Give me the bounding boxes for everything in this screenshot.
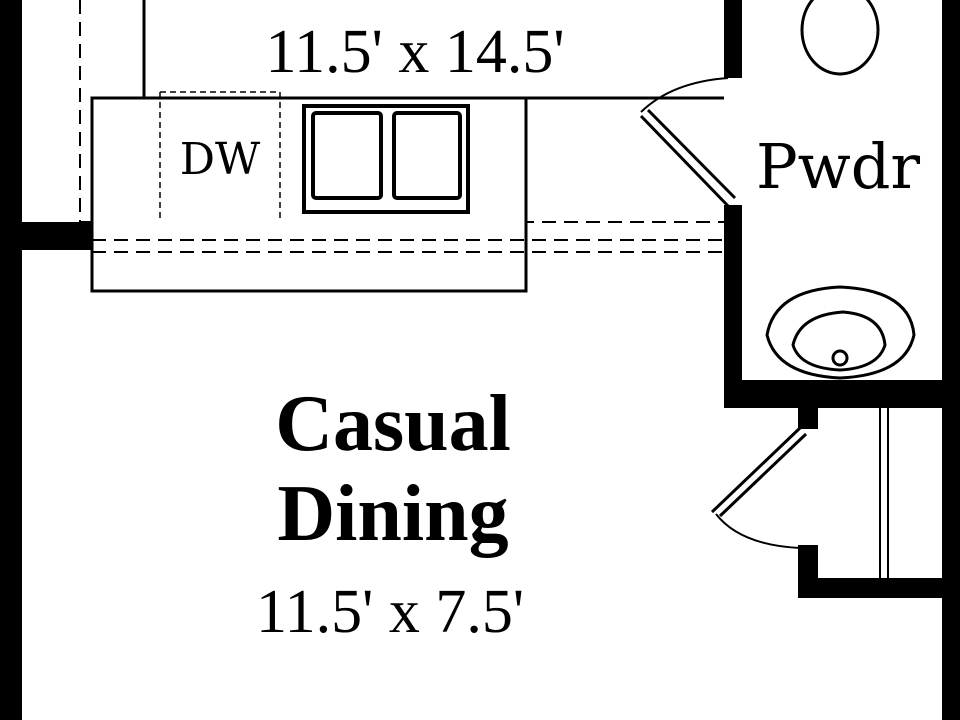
casual-dining-name-line2: Dining bbox=[277, 470, 508, 558]
powder-room-upper-wall bbox=[724, 0, 742, 78]
dishwasher-label: DW bbox=[180, 134, 261, 185]
vanity-sink-inner bbox=[791, 310, 887, 372]
kitchen-wall-stub bbox=[22, 222, 92, 250]
dishwasher-icon bbox=[159, 91, 281, 222]
closet-door-icon bbox=[710, 426, 808, 549]
toilet-icon bbox=[800, 0, 880, 76]
powder-room-label: Pwdr bbox=[756, 130, 920, 203]
double-sink-icon bbox=[302, 104, 470, 214]
powder-door-swing-arc bbox=[640, 77, 729, 113]
powder-door-panel-a bbox=[639, 114, 732, 210]
vanity-sink-icon bbox=[765, 285, 916, 380]
kitchen-dimensions: 11.5' x 14.5' bbox=[265, 18, 564, 86]
island-overhang bbox=[92, 239, 526, 253]
powder-room-lower-wall bbox=[724, 205, 742, 405]
closet-door-panel-a bbox=[710, 426, 802, 514]
left-wall bbox=[0, 0, 22, 720]
vanity-sink-outer bbox=[765, 285, 916, 380]
casual-dining-dimensions: 11.5' x 7.5' bbox=[256, 578, 524, 646]
toilet-bowl bbox=[800, 0, 880, 76]
closet-door-swing-arc bbox=[715, 513, 801, 549]
casual-dining-name-line1: Casual bbox=[275, 380, 511, 468]
powder-door-panel-b bbox=[646, 108, 737, 200]
closet-shelf bbox=[879, 408, 889, 578]
sink-basin-left bbox=[311, 111, 383, 200]
closet-door-panel-b bbox=[718, 432, 808, 518]
powder-door-icon bbox=[639, 77, 737, 210]
powder-room-bottom-wall bbox=[724, 380, 942, 408]
right-wall bbox=[942, 0, 960, 720]
closet-bottom-wall bbox=[798, 578, 942, 598]
closet-wall-top bbox=[798, 405, 818, 429]
sink-basin-right bbox=[392, 111, 462, 200]
vanity-drain bbox=[831, 349, 849, 367]
